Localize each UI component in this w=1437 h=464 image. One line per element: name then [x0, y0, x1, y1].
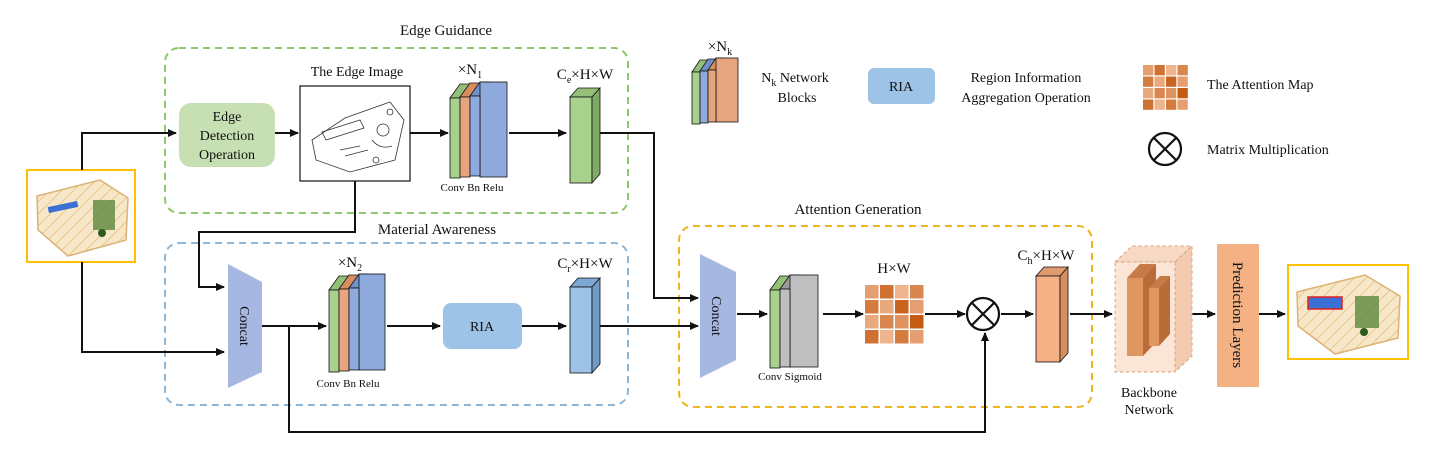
cr-feature-map	[569, 276, 601, 375]
attention-map-cell	[865, 315, 879, 329]
edge-guidance-title: Edge Guidance	[400, 23, 492, 39]
material-conv-caption: Conv Bn Relu	[317, 378, 380, 390]
attention-map-cell	[880, 285, 894, 299]
edge-times-n1: ×N1	[458, 62, 482, 81]
attention-concat-block: Concat	[700, 254, 736, 378]
attention-map-cell	[1143, 88, 1154, 99]
attention-map-cell	[1166, 76, 1177, 87]
attention-map-label: H×W	[877, 261, 911, 277]
prediction-layers-box	[1217, 244, 1259, 387]
attention-map	[865, 285, 924, 344]
backbone-label-2: Network	[1125, 403, 1174, 418]
ce-feature-label: Ce×H×W	[557, 67, 614, 86]
ce-feature-map	[569, 86, 601, 185]
attention-conv-blocks	[769, 274, 819, 369]
attention-map-cell	[910, 330, 924, 344]
material-conv-blocks	[328, 273, 386, 373]
material-awareness-group	[164, 242, 629, 406]
attention-map-cell	[865, 285, 879, 299]
attention-map-cell	[865, 330, 879, 344]
attention-map-cell	[1154, 99, 1165, 110]
attention-map-cell	[1154, 65, 1165, 76]
material-concat-label: Concat	[236, 306, 251, 346]
edge-detection-label-1: Edge	[213, 110, 242, 125]
material-times-n2: ×N2	[338, 255, 362, 274]
input-xray-image	[26, 169, 136, 263]
edge-detection-label-2: Detection	[200, 129, 254, 144]
attention-map-cell	[910, 285, 924, 299]
attention-map-cell	[1166, 65, 1177, 76]
legend-blocks-line1: Nk Network	[761, 71, 829, 89]
backbone-network	[1113, 244, 1194, 374]
ria-box	[443, 303, 522, 349]
edge-detection-operation-box	[179, 103, 275, 167]
attention-map-cell	[895, 285, 909, 299]
edge-detection-label-3: Operation	[199, 148, 255, 163]
cr-feature-label: Cr×H×W	[557, 256, 613, 275]
attention-map-cell	[880, 330, 894, 344]
backbone-label-1: Backbone	[1121, 386, 1177, 401]
material-awareness-title: Material Awareness	[378, 222, 496, 238]
attention-map-cell	[895, 315, 909, 329]
attention-concat-label: Concat	[708, 296, 723, 336]
legend-ria-box	[868, 68, 935, 104]
attention-map-cell	[1154, 76, 1165, 87]
attention-generation-group	[678, 225, 1093, 408]
legend-attention-map-label: The Attention Map	[1207, 78, 1314, 93]
attention-map-cell	[1143, 99, 1154, 110]
attention-map-cell	[895, 330, 909, 344]
attention-generation-title: Attention Generation	[794, 202, 922, 218]
attention-map-cell	[1143, 76, 1154, 87]
attention-map-cell	[865, 300, 879, 314]
attention-map-cell	[910, 300, 924, 314]
attention-map-cell	[1177, 88, 1188, 99]
attention-map-cell	[1166, 88, 1177, 99]
attention-map-cell	[910, 315, 924, 329]
legend: ×Nk Nk Network Blocks RIA Region Informa…	[691, 39, 1329, 167]
attention-map-cell	[1166, 99, 1177, 110]
prediction-layers-label: Prediction Layers	[1229, 262, 1245, 368]
output-xray-image	[1287, 264, 1409, 360]
legend-network-blocks-icon	[691, 57, 739, 125]
legend-matrix-mult-label: Matrix Multiplication	[1207, 143, 1329, 158]
connectors	[81, 129, 1286, 433]
attention-map-cell	[880, 315, 894, 329]
attention-map-cell	[1154, 88, 1165, 99]
edge-image	[299, 85, 411, 182]
ch-feature-label: Ch×H×W	[1018, 248, 1076, 267]
legend-ria-label: RIA	[889, 80, 914, 95]
attention-map-cell	[880, 300, 894, 314]
attention-map-cell	[1177, 65, 1188, 76]
edge-conv-caption: Conv Bn Relu	[441, 182, 504, 194]
ria-label: RIA	[470, 320, 495, 335]
edge-image-title: The Edge Image	[311, 65, 404, 80]
attention-map-cell	[1143, 65, 1154, 76]
edge-guidance-group	[164, 47, 629, 214]
legend-blocks-line2: Blocks	[778, 91, 817, 106]
legend-ria-desc-1: Region Information	[971, 71, 1082, 86]
ch-feature-map	[1035, 265, 1069, 364]
attention-map-cell	[1177, 99, 1188, 110]
legend-attention-map-icon	[1143, 65, 1188, 110]
legend-multiply-icon	[1147, 131, 1183, 167]
matrix-multiply-op	[965, 296, 1001, 332]
legend-ria-desc-2: Aggregation Operation	[961, 91, 1090, 106]
attention-conv-caption: Conv Sigmoid	[758, 371, 822, 383]
detection-box	[1307, 296, 1343, 310]
attention-map-cell	[895, 300, 909, 314]
legend-times-nk: ×Nk	[708, 39, 732, 58]
attention-map-cell	[1177, 76, 1188, 87]
edge-conv-blocks	[449, 81, 508, 179]
material-concat-block: Concat	[228, 264, 262, 388]
